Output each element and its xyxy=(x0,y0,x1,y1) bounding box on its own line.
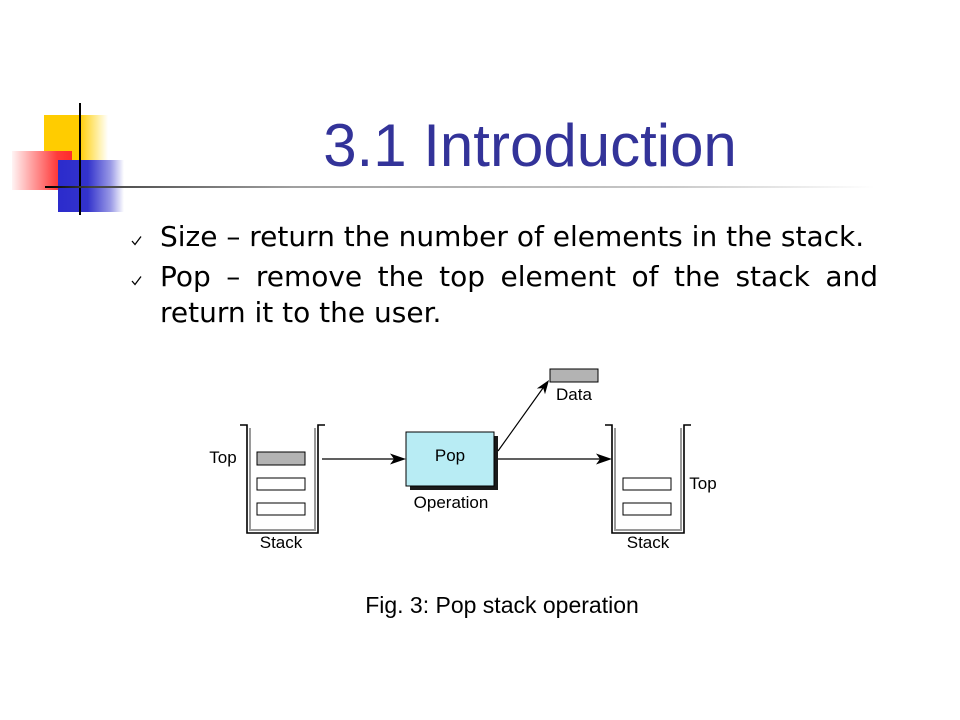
pop-operation-label: Pop xyxy=(435,446,465,465)
slide-title: 3.1 Introduction xyxy=(323,112,737,179)
stack-before-element xyxy=(256,502,306,516)
bullet-text: Pop – remove the top element of the stac… xyxy=(160,260,878,329)
stack-before-wall-shadow xyxy=(249,428,316,531)
stack-after: Top Stack xyxy=(605,424,717,552)
bullet-item-pop: Pop – remove the top element of the stac… xyxy=(131,259,878,331)
bullet-text: Size – return the number of elements in … xyxy=(160,220,865,253)
top-label-after: Top xyxy=(689,474,716,493)
check-icon xyxy=(131,276,142,286)
stack-before-container xyxy=(240,424,325,534)
check-icon-stroke xyxy=(131,276,142,286)
operation-caption-label: Operation xyxy=(414,493,489,512)
stack-after-container xyxy=(605,424,691,534)
stack-label-after: Stack xyxy=(627,533,670,552)
arrow-to-data xyxy=(497,380,549,452)
arrow-to-result-stack xyxy=(498,453,612,465)
bullet-item-size: Size – return the number of elements in … xyxy=(131,219,878,255)
stack-after-element xyxy=(622,502,672,516)
check-icon xyxy=(131,236,142,246)
stack-before: Top Stack xyxy=(209,424,325,552)
figure-caption: Fig. 3: Pop stack operation xyxy=(365,592,639,618)
returned-data: Data xyxy=(549,368,599,404)
arrow-to-operation-head xyxy=(390,453,406,465)
pop-operation-box-body xyxy=(405,431,495,487)
check-icon-stroke xyxy=(131,236,142,246)
data-label: Data xyxy=(556,385,592,404)
bullet-list: Size – return the number of elements in … xyxy=(131,219,878,335)
stack-after-element xyxy=(622,477,672,491)
arrow-to-data-line xyxy=(497,387,544,452)
pop-operation-box: Pop Operation xyxy=(405,431,498,512)
logo-vertical-rule xyxy=(79,103,81,215)
arrow-to-result-stack-head xyxy=(596,453,612,465)
stack-label-before: Stack xyxy=(260,533,303,552)
arrow-to-data-head xyxy=(536,380,549,395)
top-label-before: Top xyxy=(209,448,236,467)
arrow-to-operation xyxy=(322,453,406,465)
title-underline-rule xyxy=(45,186,875,188)
stack-before-top-element xyxy=(256,451,306,466)
stack-before-element xyxy=(256,477,306,491)
returned-data-element xyxy=(549,368,599,383)
stack-after-wall-shadow xyxy=(614,428,682,531)
